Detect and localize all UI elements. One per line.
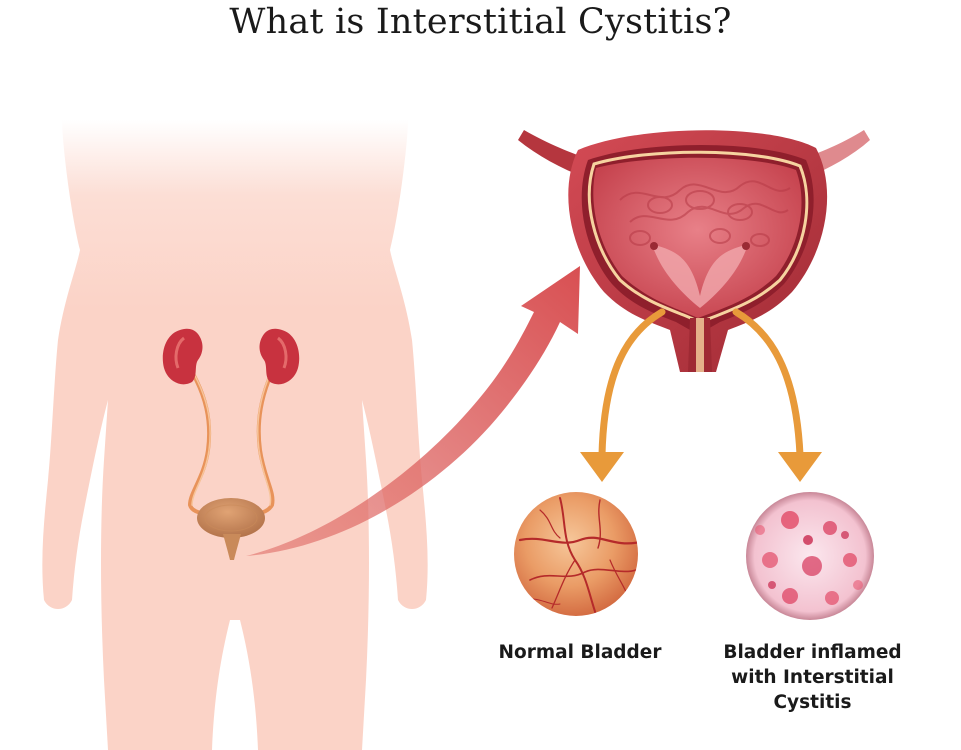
inflamed-bladder-tissue (746, 492, 874, 620)
caption-inflamed-bladder: Bladder inflamed with Interstitial Cysti… (700, 640, 925, 715)
caption-inflamed-line-3: Cystitis (773, 692, 852, 713)
down-arrow-left (598, 308, 666, 459)
curved-arrow (246, 266, 580, 556)
ureters-highlight (191, 373, 272, 506)
down-arrow-right-head (778, 452, 822, 482)
caption-inflamed-line-2: with Interstitial (731, 667, 894, 688)
bladder-icon (197, 498, 265, 560)
caption-inflamed-line-1: Bladder inflamed (723, 642, 902, 663)
ureters (187, 370, 275, 516)
down-arrow-right (732, 308, 804, 459)
page-title: What is Interstitial Cystitis? (229, 2, 732, 42)
normal-bladder-tissue (514, 492, 638, 616)
kidney-icon (162, 328, 300, 385)
down-arrow-left-head (580, 452, 624, 482)
caption-normal-bladder: Normal Bladder (498, 642, 662, 663)
body-silhouette (42, 120, 428, 750)
bladder-cross-section (518, 130, 870, 372)
